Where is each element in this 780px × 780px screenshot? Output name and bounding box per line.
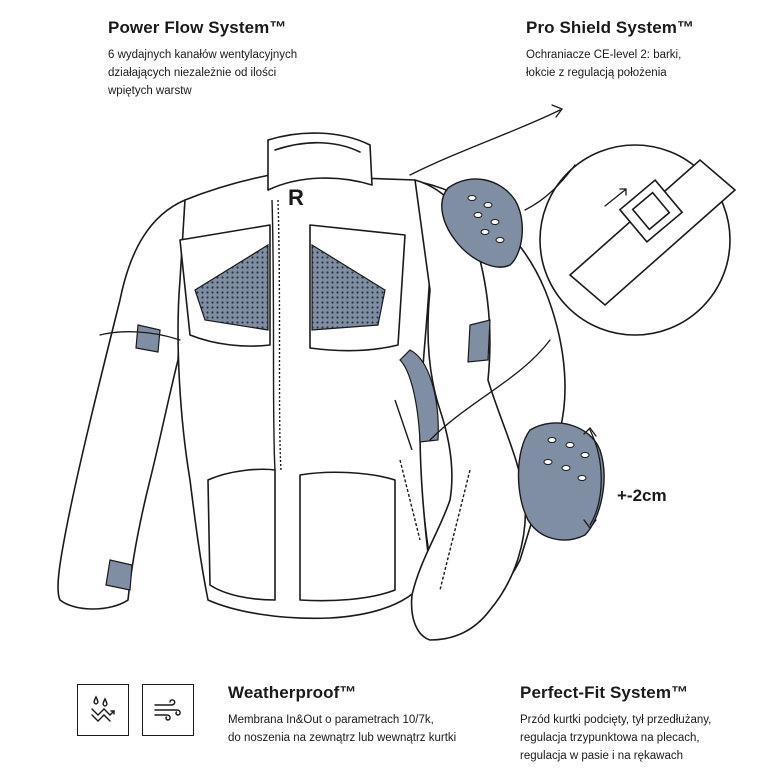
pocket-zipper-2 <box>399 459 421 541</box>
right-arm-armor-strip <box>467 319 491 363</box>
strap-arrow <box>604 189 626 207</box>
water-droplets-icon <box>77 684 129 736</box>
feature-perfect-fit: Perfect-Fit System™ Przód kurtki podcięt… <box>520 683 770 765</box>
wind-icon <box>142 684 194 736</box>
left-sleeve <box>57 199 186 610</box>
feature-weatherproof: Weatherproof™ Membrana In&Out o parametr… <box>228 683 498 747</box>
callout-line-vent <box>99 331 181 341</box>
mesh-vent-right <box>311 243 386 331</box>
front-panel-right <box>299 471 396 602</box>
adjustment-label: +-2cm <box>617 486 667 505</box>
left-sleeve-adjuster <box>135 324 161 353</box>
feature-description: Ochraniacze CE-level 2: barki, łokcie z … <box>526 49 682 79</box>
feature-title: Pro Shield System™ <box>526 18 695 37</box>
feature-description: Membrana In&Out o parametrach 10/7k, do … <box>228 714 457 744</box>
callout-line-armor <box>524 164 576 211</box>
feature-title: Power Flow System™ <box>108 18 287 37</box>
center-zipper <box>271 199 276 471</box>
mesh-vent-left <box>194 243 269 331</box>
callout-line-shield <box>409 109 561 176</box>
strap-buckle-detail <box>568 158 737 307</box>
feature-title: Perfect-Fit System™ <box>520 683 689 702</box>
feature-description: Przód kurtki podcięty, tył przedłużany, … <box>520 714 712 762</box>
feature-pro-shield: Pro Shield System™ Ochraniacze CE-level … <box>526 18 766 82</box>
adjust-arrow <box>589 429 602 526</box>
feature-title: Weatherproof™ <box>228 683 357 702</box>
front-panel-left <box>207 468 276 601</box>
side-armor-strip <box>399 349 439 443</box>
callout-line-magnifier <box>429 339 551 441</box>
elbow-armor <box>517 422 605 541</box>
sleeve-zipper <box>439 469 471 591</box>
right-sleeve <box>410 179 527 641</box>
feature-description: 6 wydajnych kanałów wentylacyjnych dział… <box>108 49 298 97</box>
brand-logo: R <box>288 185 304 210</box>
pocket-zipper <box>394 399 413 451</box>
shoulder-armor <box>441 178 523 268</box>
left-cuff-adjuster <box>105 559 133 591</box>
collar-back <box>274 141 361 153</box>
feature-power-flow: Power Flow System™ 6 wydajnych kanałów w… <box>108 18 368 100</box>
